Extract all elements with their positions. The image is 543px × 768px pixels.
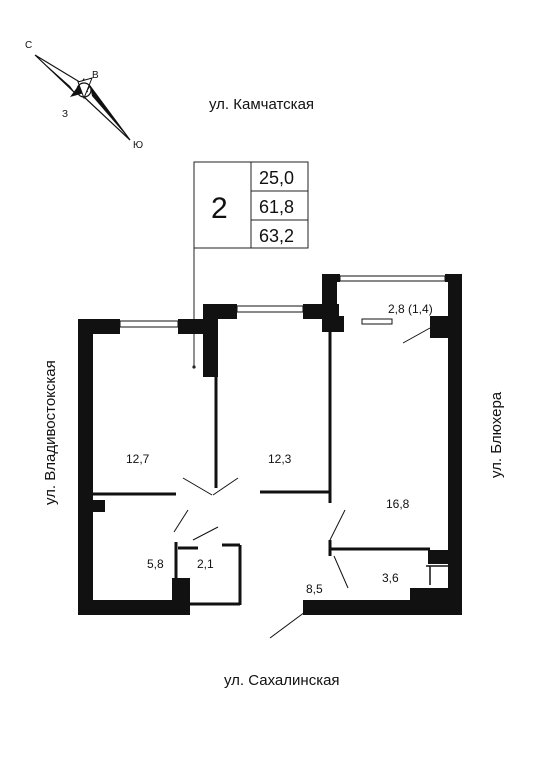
windows <box>119 275 446 328</box>
room-area-bathroom: 5,8 <box>147 557 164 571</box>
info-box: 2 25,0 61,8 63,2 <box>192 161 309 369</box>
info-area-total: 61,8 <box>259 197 294 217</box>
street-north-label: ул. Камчатская <box>209 96 315 113</box>
room-area-right: 16,8 <box>386 497 410 511</box>
compass-e-label: В <box>92 70 99 81</box>
compass-s-label: Ю <box>133 140 143 151</box>
room-labels: 12,7 12,3 16,8 2,8 (1,4) 5,8 2,1 8,5 3,6 <box>126 302 433 596</box>
room-area-toilet: 2,1 <box>197 557 214 571</box>
room-area-storage: 3,6 <box>382 571 399 585</box>
street-south-label: ул. Сахалинская <box>224 672 340 689</box>
interior-walls <box>93 283 448 606</box>
room-area-balcony: 2,8 (1,4) <box>388 302 433 316</box>
info-rooms-count: 2 <box>211 192 228 225</box>
exterior-walls <box>78 274 462 615</box>
room-area-left: 12,7 <box>126 452 150 466</box>
info-area-full: 63,2 <box>259 226 294 246</box>
compass-w-label: З <box>62 109 68 120</box>
door-swings <box>173 327 431 639</box>
compass-n-label: С <box>25 40 32 51</box>
room-area-middle: 12,3 <box>268 452 292 466</box>
compass-icon: С В З Ю <box>25 40 143 151</box>
room-area-hall: 8,5 <box>306 582 323 596</box>
info-area-living: 25,0 <box>259 168 294 188</box>
